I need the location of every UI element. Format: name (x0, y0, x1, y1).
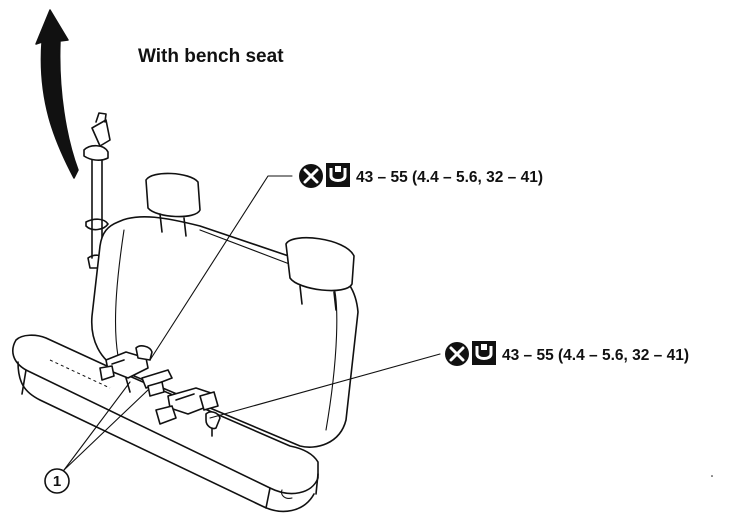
removal-arrow-icon (35, 9, 79, 179)
headrest-left (145, 172, 201, 237)
torque-value-lower: 43 – 55 (4.4 – 5.6, 32 – 41) (502, 347, 689, 364)
x-circle-icon (445, 342, 469, 366)
diagram-title: With bench seat (138, 46, 284, 67)
buckle-assembly-right (155, 387, 221, 437)
torque-spec-upper: 43 – 55 (4.4 – 5.6, 32 – 41) (299, 163, 543, 188)
x-circle-icon (299, 164, 323, 188)
torque-value-upper: 43 – 55 (4.4 – 5.6, 32 – 41) (356, 169, 543, 186)
headrest-right (285, 237, 355, 311)
callout-1: 1 (44, 468, 70, 494)
leader-lines (63, 175, 441, 471)
torque-spec-lower: 43 – 55 (4.4 – 5.6, 32 – 41) (445, 341, 689, 366)
torque-wrench-icon (326, 163, 350, 187)
torque-wrench-icon (472, 341, 496, 365)
speck (711, 475, 713, 477)
callout-1-label: 1 (53, 473, 61, 490)
seat-belt (83, 112, 111, 269)
